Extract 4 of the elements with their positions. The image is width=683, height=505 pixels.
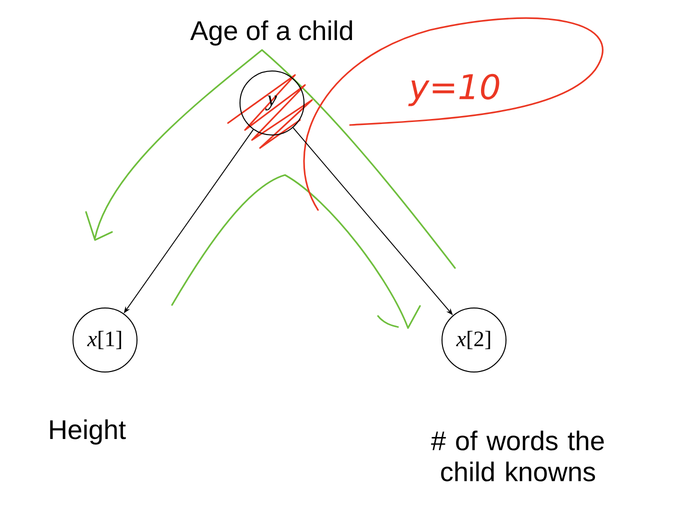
variable-description: Height [50,419,126,445]
variable-description: # of words the child knowns [431,430,604,482]
handwritten-note: y=10 [408,74,500,106]
variable-description: Age of a child [190,20,352,46]
